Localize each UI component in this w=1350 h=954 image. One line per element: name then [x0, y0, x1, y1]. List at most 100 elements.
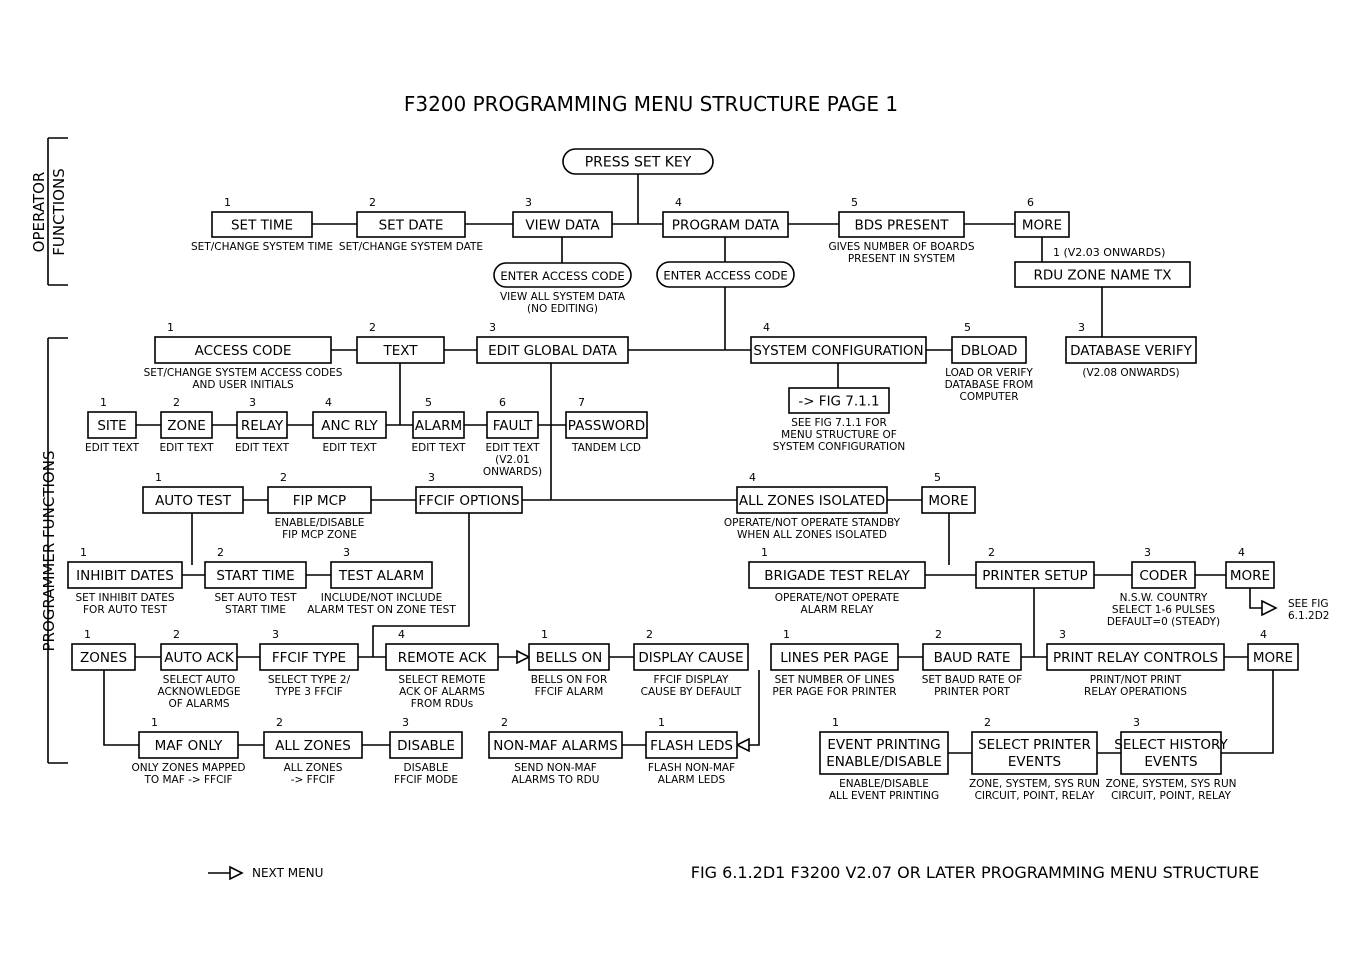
baud-rate-box[interactable] — [922, 643, 1022, 671]
select-history-events-box[interactable] — [1120, 731, 1222, 775]
alarm-number: 5 — [425, 396, 432, 409]
anc-rly-label: ANC RLY — [321, 418, 378, 434]
lines-per-page-box[interactable] — [770, 643, 899, 671]
database-verify-note-1: (V2.08 ONWARDS) — [1082, 367, 1179, 379]
zone-number: 2 — [173, 396, 180, 409]
zone-box[interactable] — [160, 411, 213, 439]
select-printer-events-box[interactable] — [971, 731, 1098, 775]
set-time-box[interactable] — [211, 211, 313, 238]
coder-box[interactable] — [1131, 561, 1196, 589]
test-alarm-box[interactable] — [330, 561, 433, 589]
ffcif-options-label: FFCIF OPTIONS — [418, 493, 519, 509]
anc-rly-box[interactable] — [312, 411, 387, 439]
enter-code-program-box[interactable] — [656, 261, 795, 288]
disable-note-1: DISABLE — [404, 762, 449, 774]
all-zones-isolated-box[interactable] — [736, 486, 888, 514]
database-verify-box[interactable] — [1065, 336, 1197, 364]
password-box[interactable] — [565, 411, 648, 439]
bells-on-box[interactable] — [528, 643, 610, 671]
remote-ack-number: 4 — [398, 628, 405, 641]
text-box[interactable] — [356, 336, 445, 364]
relay-number: 3 — [249, 396, 256, 409]
baud-rate-note-1: SET BAUD RATE OF — [922, 674, 1022, 686]
auto-ack-number: 2 — [173, 628, 180, 641]
auto-ack-label: AUTO ACK — [164, 650, 235, 666]
fig711-label: -> FIG 7.1.1 — [798, 394, 879, 410]
maf-only-box[interactable] — [138, 731, 239, 759]
text-label: TEXT — [382, 343, 418, 359]
print-relay-controls-label: PRINT RELAY CONTROLS — [1053, 650, 1218, 666]
more-op-box[interactable] — [1014, 211, 1070, 238]
more-coder-box[interactable] — [1225, 561, 1275, 589]
auto-ack-box[interactable] — [160, 643, 238, 671]
fault-label: FAULT — [493, 418, 533, 434]
site-box[interactable] — [87, 411, 137, 439]
more-print-box[interactable] — [1247, 643, 1299, 671]
set-time-number: 1 — [224, 196, 231, 209]
brigade-test-relay-box[interactable] — [748, 561, 926, 589]
non-maf-alarms-note-2: ALARMS TO RDU — [512, 774, 600, 786]
zones-box[interactable] — [71, 643, 136, 671]
event-printing-note-2: ALL EVENT PRINTING — [829, 790, 939, 802]
set-date-box[interactable] — [356, 211, 466, 238]
flash-leds-label: FLASH LEDS — [650, 738, 733, 754]
inhibit-dates-note-2: FOR AUTO TEST — [83, 604, 168, 616]
select-history-events-note-1: ZONE, SYSTEM, SYS RUN — [1105, 778, 1236, 790]
bells-on-note-1: BELLS ON FOR — [531, 674, 608, 686]
system-config-number: 4 — [763, 321, 770, 334]
site-note-1: EDIT TEXT — [85, 442, 140, 454]
dbload-number: 5 — [964, 321, 971, 334]
printer-setup-box[interactable] — [975, 561, 1095, 589]
bds-present-box[interactable] — [838, 211, 965, 238]
fault-number: 6 — [499, 396, 506, 409]
program-data-box[interactable] — [662, 211, 789, 238]
fig711-box[interactable] — [788, 387, 890, 414]
bds-present-number: 5 — [851, 196, 858, 209]
ffcif-type-box[interactable] — [259, 643, 359, 671]
relay-box[interactable] — [236, 411, 288, 439]
start-time-box[interactable] — [204, 561, 307, 589]
press-set-key-box[interactable] — [562, 148, 714, 175]
all-zones-note-1: ALL ZONES — [284, 762, 343, 774]
display-cause-box[interactable] — [633, 643, 749, 671]
fault-box[interactable] — [486, 411, 539, 439]
flash-leds-box[interactable] — [645, 731, 738, 759]
more-coder-label: MORE — [1230, 568, 1270, 584]
print-relay-controls-number: 3 — [1059, 628, 1066, 641]
dbload-box[interactable] — [951, 336, 1027, 364]
more-prog-box[interactable] — [921, 486, 976, 514]
alarm-box[interactable] — [412, 411, 465, 439]
remote-ack-note-1: SELECT REMOTE — [398, 674, 485, 686]
ffcif-options-box[interactable] — [415, 486, 523, 514]
non-maf-alarms-box[interactable] — [488, 731, 623, 759]
operator-functions-bracket: OPERATOR FUNCTIONS — [30, 137, 68, 286]
all-zones-box[interactable] — [263, 731, 363, 759]
edit-global-box[interactable] — [476, 336, 629, 364]
test-alarm-note-2: ALARM TEST ON ZONE TEST — [307, 604, 456, 616]
fip-mcp-number: 2 — [280, 471, 287, 484]
access-code-box[interactable] — [154, 336, 332, 364]
maf-only-note-1: ONLY ZONES MAPPED — [132, 762, 246, 774]
rdu-zone-name-box[interactable] — [1014, 261, 1191, 288]
system-config-box[interactable] — [750, 336, 927, 364]
event-printing-box[interactable] — [819, 731, 949, 775]
inhibit-dates-box[interactable] — [67, 561, 183, 589]
fip-mcp-box[interactable] — [267, 486, 372, 514]
bells-on-number: 1 — [541, 628, 548, 641]
coder-number: 3 — [1144, 546, 1151, 559]
view-data-box[interactable] — [512, 211, 613, 238]
non-maf-alarms-note-1: SEND NON-MAF — [514, 762, 597, 774]
brigade-test-relay-note-2: ALARM RELAY — [801, 604, 875, 616]
disable-box[interactable] — [389, 731, 463, 759]
remote-ack-box[interactable] — [385, 643, 499, 671]
site-number: 1 — [100, 396, 107, 409]
auto-test-box[interactable] — [142, 486, 244, 514]
bds-present-note-2: PRESENT IN SYSTEM — [848, 253, 955, 265]
enter-code-view-box[interactable] — [493, 262, 632, 288]
page-title: F3200 PROGRAMMING MENU STRUCTURE PAGE 1 — [404, 92, 898, 116]
rdu-zone-name-number: 1 (V2.03 ONWARDS) — [1053, 246, 1165, 259]
event-printing-label: EVENT PRINTING — [827, 737, 940, 753]
lines-per-page-note-1: SET NUMBER OF LINES — [775, 674, 895, 686]
print-relay-controls-box[interactable] — [1046, 643, 1225, 671]
